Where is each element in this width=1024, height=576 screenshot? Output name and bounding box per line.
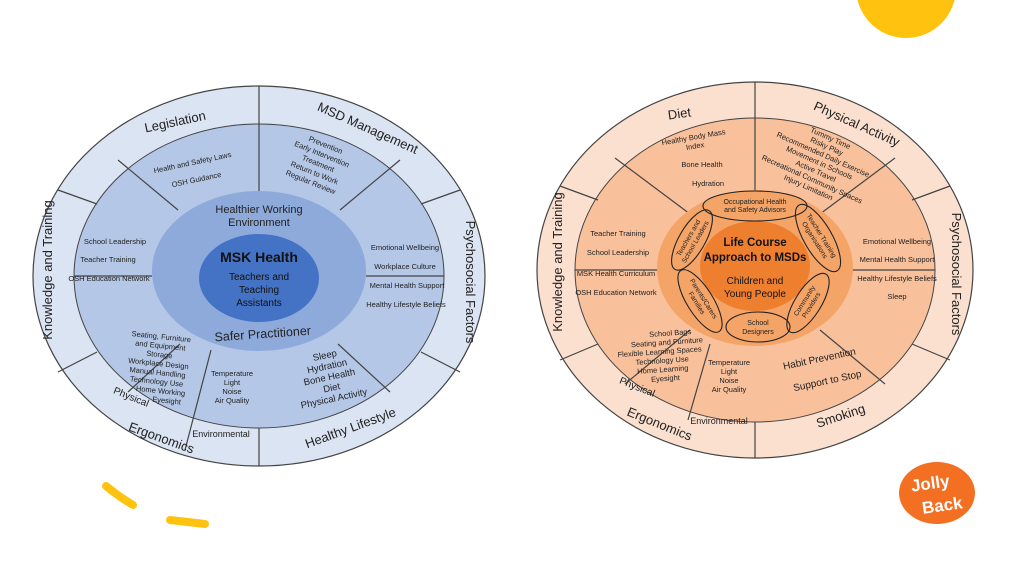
right-psychosocial-item: Mental Health Support xyxy=(860,255,936,264)
right-environmental-item: Air Quality xyxy=(712,385,747,394)
left-inner-bottom: Safer Practitioner xyxy=(214,324,311,345)
left-core-title: MSK Health xyxy=(220,249,298,265)
right-psychosocial-item: Healthy Lifestyle Beliefs xyxy=(857,274,937,283)
right-training-item: MSK Health Curriculum xyxy=(577,269,655,278)
right-stakeholder-top: and Safety Advisors xyxy=(724,207,786,214)
yellow-dash-decoration-2 xyxy=(166,516,209,528)
left-core-line: Assistants xyxy=(236,298,282,309)
left-physical-item: Storage xyxy=(146,349,173,361)
right-core-line: Children and xyxy=(727,276,784,287)
right-label-psychosocial: Psychosocial Factors xyxy=(949,213,964,336)
right-core-line: Young People xyxy=(724,289,786,300)
right-psychosocial-item: Emotional Wellbeing xyxy=(863,237,931,246)
left-core xyxy=(199,234,319,322)
left-training-item: Teacher Training xyxy=(80,255,135,264)
right-physical-item: School Bags xyxy=(649,327,692,339)
right-environmental-item: Noise xyxy=(719,376,738,385)
left-core-line: Teaching xyxy=(239,285,279,296)
right-stakeholder-top: Occupational Health xyxy=(723,199,786,206)
right-training-item: OSH Education Network xyxy=(575,288,657,297)
left-environmental-item: Temperature xyxy=(211,369,253,378)
left-inner-top-line: Healthier Working xyxy=(215,204,302,216)
right-training-item: School Leadership xyxy=(587,248,649,257)
logo-badge xyxy=(899,462,975,524)
left-label-knowledge-training: Knowledge and Training xyxy=(40,200,55,340)
right-physical-item: Technology Use xyxy=(635,354,689,367)
left-diagram: Legislation MSD Management Knowledge and… xyxy=(32,85,486,467)
left-lifestyle-item: Sleep xyxy=(312,348,338,364)
left-training-item: OSH Education Network xyxy=(68,274,150,283)
right-label-environmental: Environmental xyxy=(690,416,748,426)
right-training-item: Teacher Training xyxy=(590,229,645,238)
right-core xyxy=(700,221,810,311)
left-psychosocial-item: Mental Health Support xyxy=(370,281,446,290)
right-environmental-item: Light xyxy=(721,367,738,376)
right-core-title: Approach to MSDs xyxy=(704,252,807,264)
left-psychosocial-item: Workplace Culture xyxy=(374,262,436,271)
right-diet-item: Index xyxy=(685,140,705,152)
right-stakeholder-bottom: School xyxy=(747,320,769,327)
left-physical-item: Eyesight xyxy=(152,395,182,407)
left-label-environmental: Environmental xyxy=(192,429,250,439)
right-physical-item: Eyesight xyxy=(651,373,681,384)
right-label-knowledge-training: Knowledge and Training xyxy=(550,192,565,332)
left-environmental-item: Light xyxy=(224,378,241,387)
right-label-diet: Diet xyxy=(667,104,692,122)
yellow-circle-decoration xyxy=(857,0,955,38)
left-training-item: School Leadership xyxy=(84,237,146,246)
left-environmental-item: Noise xyxy=(222,387,241,396)
right-environmental-item: Temperature xyxy=(708,358,750,367)
jolly-back-logo: Jolly Back xyxy=(899,462,975,524)
right-physical-item: Home Learning xyxy=(637,363,689,376)
right-diet-item: Bone Health xyxy=(681,160,722,169)
left-core-line: Teachers and xyxy=(229,272,289,283)
yellow-dash-decoration-1 xyxy=(102,482,137,509)
left-psychosocial-item: Healthy Lifestyle Beliefs xyxy=(366,300,446,309)
right-diagram: Occupational Health and Safety Advisors … xyxy=(536,81,974,459)
left-environmental-item: Air Quality xyxy=(215,396,250,405)
left-inner-top-line: Environment xyxy=(228,217,290,229)
left-label-psychosocial: Psychosocial Factors xyxy=(463,221,478,344)
right-diet-item: Hydration xyxy=(692,179,724,188)
right-core-title: Life Course xyxy=(723,237,786,249)
right-stakeholder-bottom: Designers xyxy=(742,329,774,336)
left-lifestyle-item: Diet xyxy=(322,381,341,395)
left-psychosocial-item: Emotional Wellbeing xyxy=(371,243,439,252)
right-psychosocial-item: Sleep xyxy=(887,292,906,301)
